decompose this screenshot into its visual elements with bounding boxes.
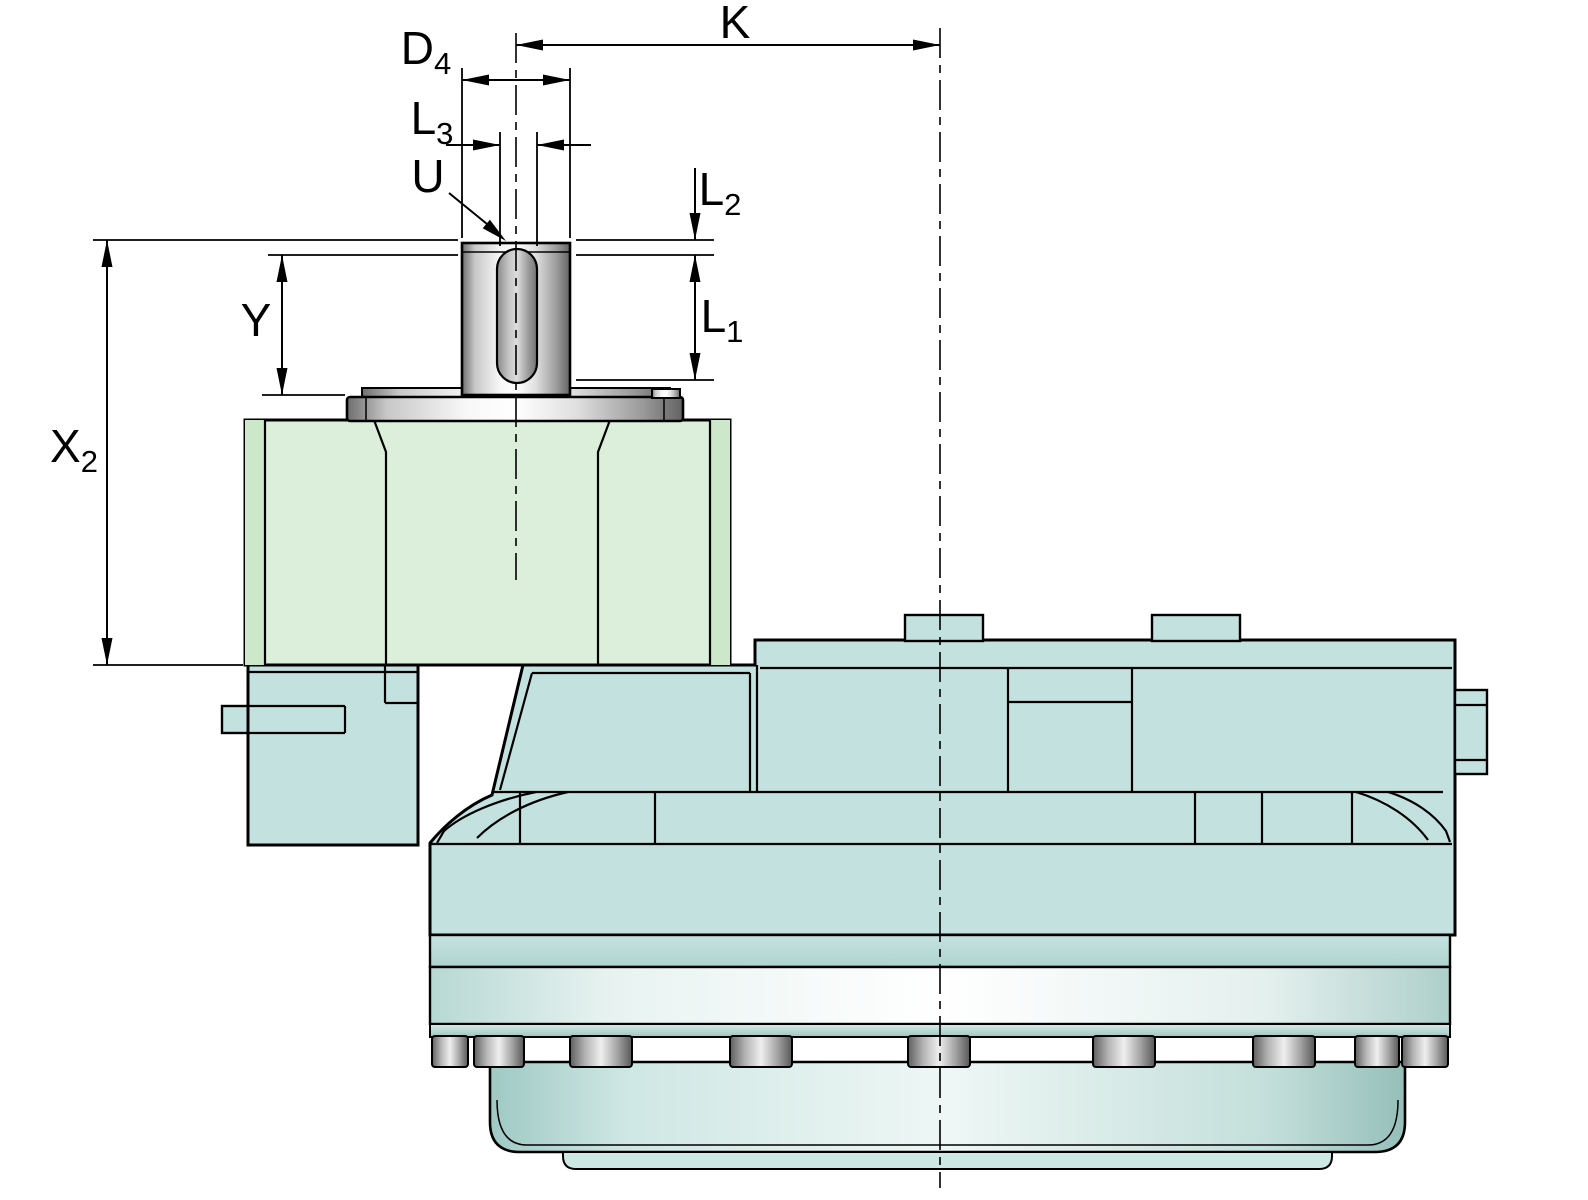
dim-label-U: U xyxy=(411,150,444,202)
gear-unit-body xyxy=(220,613,1489,937)
centerlines xyxy=(515,28,941,1188)
dim-label-D4: D4 xyxy=(401,22,451,81)
dim-label-L2: L2 xyxy=(699,163,742,222)
dimension-L3 xyxy=(446,139,591,151)
main-housing xyxy=(428,638,1457,937)
housing-shell xyxy=(488,1060,1407,1154)
left-bracket-block xyxy=(246,663,420,847)
bolt xyxy=(1401,1035,1449,1068)
dimension-L1 xyxy=(689,255,701,380)
housing-bottom-step xyxy=(562,1151,1333,1170)
dimension-Y xyxy=(276,255,288,395)
dimension-K xyxy=(516,39,940,51)
dimension-annotations xyxy=(93,39,940,666)
motor-flange-block xyxy=(243,418,732,667)
flange-block-body xyxy=(243,418,732,667)
dimension-labels: K D4 L3 U L2 L1 Y X2 xyxy=(50,0,751,479)
dim-label-X2: X2 xyxy=(50,420,98,479)
bolt xyxy=(473,1035,525,1068)
body-detail-lines xyxy=(248,665,1452,846)
left-ear-tab xyxy=(220,704,252,735)
bolt xyxy=(431,1035,469,1068)
top-lug-right xyxy=(1150,613,1242,643)
flange-bolts xyxy=(431,1035,1449,1068)
bolt xyxy=(729,1035,793,1068)
leader-U xyxy=(448,192,506,241)
bolt xyxy=(1252,1035,1316,1068)
bolt xyxy=(569,1035,633,1068)
bolt xyxy=(1092,1035,1156,1068)
dim-label-K: K xyxy=(720,0,751,48)
dimension-D4 xyxy=(462,74,570,86)
collar-clamp-detail xyxy=(651,388,681,399)
dim-label-L3: L3 xyxy=(411,92,454,151)
bolt xyxy=(907,1035,971,1068)
dim-label-L1: L1 xyxy=(701,290,744,349)
dimension-L2 xyxy=(689,168,701,240)
top-lug-left xyxy=(903,613,985,643)
dimension-X2 xyxy=(101,240,113,665)
dim-label-Y: Y xyxy=(241,294,272,346)
bolt xyxy=(1354,1035,1400,1068)
right-side-tab xyxy=(1453,688,1489,776)
bottom-housing xyxy=(488,1060,1407,1170)
collar-lower-plate xyxy=(345,395,685,423)
keyway-slot xyxy=(495,247,539,385)
